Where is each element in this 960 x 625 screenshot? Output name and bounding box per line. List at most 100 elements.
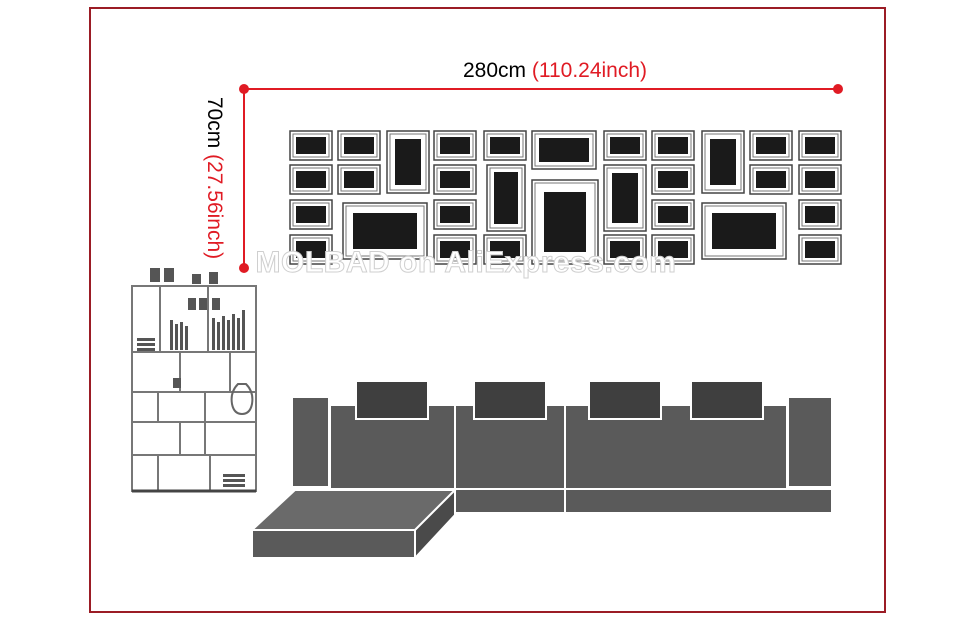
book-stack-icon: [223, 484, 245, 487]
pot-icon: [212, 298, 220, 310]
photo-frame-mat: [606, 237, 644, 262]
photo-frame-picture: [612, 173, 638, 223]
height-dimension: 70cm (27.56inch): [203, 89, 249, 273]
photo-frame-picture: [658, 171, 688, 188]
sofa-chaise-side: [414, 487, 456, 561]
bookshelf-outline: [131, 285, 257, 492]
book-icon: [227, 320, 230, 350]
photo-frame-picture: [805, 206, 835, 223]
sofa-seat: [454, 488, 566, 514]
photo-frame-picture: [494, 172, 518, 224]
photo-frame-mat: [534, 182, 596, 262]
width-dimension: 280cm (110.24inch): [239, 59, 843, 94]
photo-frame-picture: [490, 241, 520, 258]
photo-frame-mat: [486, 237, 524, 262]
photo-frame-mat: [752, 133, 790, 158]
photo-frame-mat: [292, 133, 330, 158]
photo-frame-picture: [344, 171, 374, 188]
photo-frame-picture: [805, 171, 835, 188]
photo-frame-picture: [353, 213, 417, 249]
bookshelf-items: [137, 268, 254, 487]
photo-frame-picture: [712, 213, 776, 249]
photo-frame-mat: [704, 205, 784, 257]
photo-frame-mat: [801, 167, 839, 192]
photo-frame-mat: [704, 133, 742, 191]
photo-frame-picture: [440, 137, 470, 154]
photo-frame-picture: [805, 137, 835, 154]
photo-frame-mat: [436, 202, 474, 227]
book-icon: [212, 318, 215, 350]
book-icon: [242, 310, 245, 350]
photo-frame-picture: [296, 241, 326, 258]
photo-frame-mat: [534, 133, 594, 167]
vase-icon: [230, 383, 254, 416]
photo-frame-picture: [440, 171, 470, 188]
book-icon: [237, 318, 240, 350]
pot-icon: [164, 268, 174, 282]
photo-frame-mat: [654, 167, 692, 192]
bookshelf-illustration: [131, 285, 257, 493]
book-stack-icon: [223, 479, 245, 482]
sofa-pillow: [355, 380, 429, 420]
photo-frame-picture: [490, 137, 520, 154]
photo-frame-picture: [539, 138, 589, 162]
width-endpoint-right: [833, 84, 843, 94]
pot-icon: [192, 274, 201, 284]
photo-frame-mat: [436, 167, 474, 192]
height-label: 70cm (27.56inch): [203, 97, 226, 259]
outer-border: [89, 7, 886, 613]
photo-frame-mat: [654, 202, 692, 227]
photo-frame-picture: [610, 241, 640, 258]
pot-icon: [150, 268, 160, 282]
book-stack-icon: [137, 343, 155, 346]
photo-frame-picture: [544, 192, 586, 252]
width-metric-label: 280cm: [463, 59, 526, 82]
photo-frame-mat: [752, 167, 790, 192]
width-imperial-label: (110.24inch): [532, 59, 647, 82]
photo-frame-picture: [440, 241, 470, 258]
sofa-chaise-front: [251, 529, 416, 559]
book-stack-icon: [137, 338, 155, 341]
pot-icon: [209, 272, 218, 284]
photo-frame-picture: [344, 137, 374, 154]
width-label: 280cm (110.24inch): [463, 59, 647, 82]
photo-frame-picture: [805, 241, 835, 258]
sofa-seat: [564, 488, 833, 514]
height-endpoint-bottom: [239, 263, 249, 273]
photo-frame-picture: [610, 137, 640, 154]
book-stack-icon: [137, 348, 155, 351]
cup-icon: [173, 378, 181, 388]
photo-frame-wall: [289, 130, 842, 265]
pot-icon: [199, 298, 207, 310]
photo-frame-mat: [436, 237, 474, 262]
photo-frame-mat: [606, 167, 644, 229]
photo-frame-mat: [345, 205, 425, 257]
book-icon: [180, 322, 183, 350]
sofa-pillow: [473, 380, 547, 420]
book-icon: [175, 324, 178, 350]
photo-frame-mat: [654, 237, 692, 262]
sofa-armrest-left: [291, 396, 330, 488]
height-metric-label: 70cm: [203, 97, 226, 148]
photo-frame-mat: [436, 133, 474, 158]
photo-frame-mat: [389, 133, 427, 191]
photo-frame-picture: [710, 139, 736, 185]
photo-frame-picture: [296, 171, 326, 188]
photo-frame-mat: [489, 167, 523, 229]
watermark-text: MOLBAD on AliExpress.com: [256, 246, 677, 279]
sofa-illustration: [249, 380, 833, 561]
photo-frame-mat: [340, 133, 378, 158]
book-icon: [222, 316, 225, 350]
photo-frame-mat: [292, 202, 330, 227]
height-imperial-label: (27.56inch): [203, 154, 226, 259]
photo-frame-mat: [292, 167, 330, 192]
book-stack-icon: [223, 474, 245, 477]
photo-frame-mat: [801, 202, 839, 227]
photo-frame-mat: [801, 237, 839, 262]
pot-icon: [188, 298, 196, 310]
photo-frame-picture: [440, 206, 470, 223]
photo-frame-mat: [606, 133, 644, 158]
photo-frame-picture: [756, 171, 786, 188]
photo-frame-picture: [658, 206, 688, 223]
